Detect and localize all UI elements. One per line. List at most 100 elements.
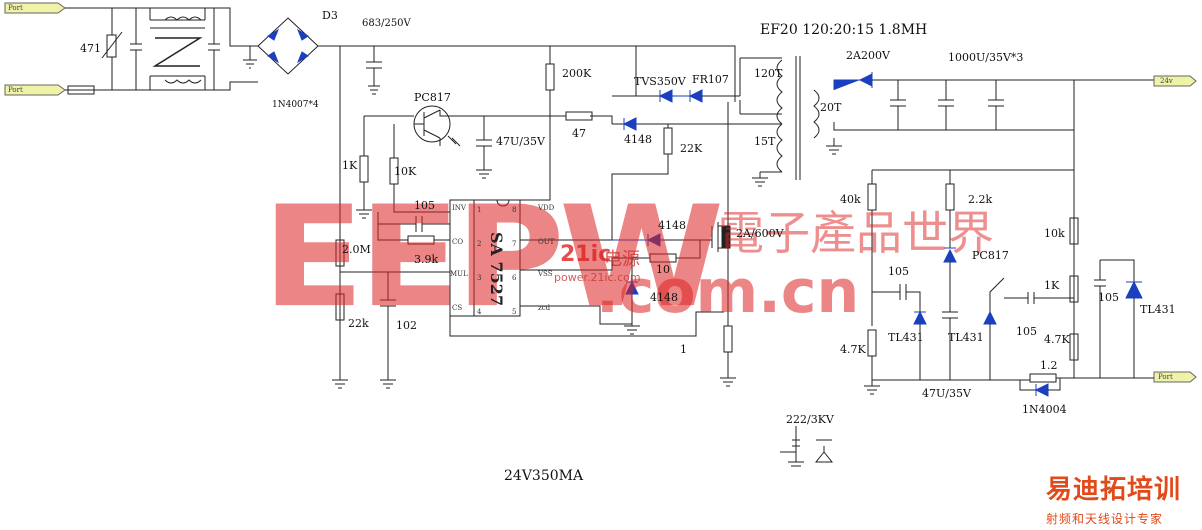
label-120t: 120T [754, 67, 783, 80]
resistor-4-7k-left [867, 329, 877, 357]
label-3-9k: 3.9k [414, 253, 439, 266]
label-1n4004: 1N4004 [1022, 403, 1067, 416]
common-mode-choke [152, 37, 203, 67]
label-x-cap: 683/250V [362, 18, 411, 29]
ic-pin-num-6: 6 [512, 274, 517, 282]
label-mosfet: 2A/600V [736, 227, 784, 240]
fuse [67, 85, 95, 95]
label-1-2: 1.2 [1040, 359, 1058, 372]
ic-pin-num-3: 3 [477, 274, 482, 282]
watermark-com: .com.cn [596, 257, 860, 327]
ic-pin-vcc: VDD [538, 204, 555, 212]
label-tl431-b: TL431 [948, 331, 984, 344]
label-10k-sec: 10k [1044, 227, 1065, 240]
label-2a200v: 2A200V [846, 49, 890, 62]
label-transformer: EF20 120:20:15 1.8MH [760, 22, 928, 38]
input-port-bottom [4, 84, 66, 96]
label-opto1: PC817 [414, 91, 451, 104]
ic-pin-num-7: 7 [512, 240, 517, 248]
label-ic: SA 7527 [487, 232, 506, 307]
ic-pin-zcd: zcd [538, 304, 551, 312]
bridge-rectifier [257, 17, 319, 75]
label-10k: 10K [394, 165, 417, 178]
label-47u: 47U/35V [496, 135, 545, 148]
label-tl431-a: TL431 [888, 331, 924, 344]
resistor-47 [565, 111, 593, 121]
transformer-secondary [813, 89, 820, 139]
input-port-top [4, 2, 66, 14]
label-105-sec1: 105 [888, 265, 909, 278]
label-1k-sec: 1K [1044, 279, 1060, 292]
label-1000u: 1000U/35V*3 [948, 51, 1024, 64]
output-port-neg [1153, 371, 1197, 383]
watermark-chinese: 電子產品世界 [718, 206, 994, 260]
label-105-sec3: 105 [1098, 291, 1119, 304]
output-port-pos [1153, 75, 1197, 87]
label-opto2: PC817 [972, 249, 1009, 262]
label-105-sec2: 105 [1016, 325, 1037, 338]
label-22k-gate: 22K [680, 142, 703, 155]
label-port-bottom: Port [8, 86, 23, 94]
label-title: 24V350MA [504, 468, 584, 484]
label-varistor: 471 [80, 42, 101, 55]
label-port-neg: Port [1158, 373, 1173, 381]
transformer-primary [776, 59, 783, 125]
watermark-dianyuan: 电源 [604, 249, 640, 270]
watermark-21ic: 21ic [560, 242, 612, 267]
label-tl431-c: TL431 [1140, 303, 1176, 316]
brand-logo: 易迪拓培训 [1046, 475, 1182, 505]
label-105: 105 [414, 199, 435, 212]
label-tvs: TVS350V [634, 75, 686, 88]
brand-tagline: 射频和天线设计专家 [1046, 512, 1164, 526]
label-200k: 200K [562, 67, 592, 80]
label-1k: 1K [342, 159, 358, 172]
label-bridge-part: 1N4007*4 [272, 100, 319, 110]
label-4148-mid: 4148 [658, 219, 686, 232]
resistor-sense-1 [723, 325, 733, 353]
ic-pin-out: OUT [538, 238, 555, 246]
mosfet-2a-600v [711, 102, 729, 326]
ic-pin-num-4: 4 [477, 308, 482, 316]
label-40k: 40k [840, 193, 861, 206]
label-4148-top: 4148 [624, 133, 652, 146]
label-sense-1: 1 [680, 343, 687, 356]
resistor-10k-sec [1069, 217, 1079, 245]
resistor-200k [545, 63, 555, 91]
ic-pin-inv: INV [452, 204, 466, 212]
resistor-22k-gate [663, 127, 673, 155]
resistor-1k-sec [1069, 275, 1079, 303]
label-port-top: Port [8, 4, 23, 12]
ic-pin-mult: MUL [450, 270, 468, 278]
label-4-7k-left: 4.7K [840, 343, 866, 356]
ic-pin-num-8: 8 [512, 206, 517, 214]
ic-pin-co: CO [452, 238, 464, 246]
ic-pin-num-5: 5 [512, 308, 517, 316]
label-10: 10 [656, 263, 670, 276]
label-y-cap: 222/3KV [786, 413, 834, 426]
resistor-22k-low [335, 293, 345, 321]
label-fr107: FR107 [692, 73, 729, 86]
label-4148-low: 4148 [650, 291, 678, 304]
label-2-2k: 2.2k [968, 193, 993, 206]
label-port-24v: 24v [1160, 77, 1173, 85]
watermark-eepw: EEPW [262, 176, 724, 339]
ic-pin-cs: CS [452, 304, 463, 312]
resistor-2-0m [335, 239, 345, 267]
label-2-0m: 2.0M [342, 243, 371, 256]
label-20t: 20T [820, 101, 842, 114]
label-bridge-ref: D3 [322, 9, 338, 22]
label-4-7k-right: 4.7K [1044, 333, 1070, 346]
label-15t: 15T [754, 135, 776, 148]
label-47: 47 [572, 127, 586, 140]
ic-pin-gnd: VSS [538, 270, 553, 278]
resistor-1-2 [1029, 373, 1057, 383]
label-47u-sec: 47U/35V [922, 387, 971, 400]
ic-pin-num-2: 2 [477, 240, 482, 248]
watermark-power-url: power.21ic.com [554, 271, 641, 284]
label-102: 102 [396, 319, 417, 332]
resistor-4-7k-right [1069, 333, 1079, 361]
ic-pin-num-1: 1 [477, 206, 482, 214]
label-22k-low: 22k [348, 317, 369, 330]
